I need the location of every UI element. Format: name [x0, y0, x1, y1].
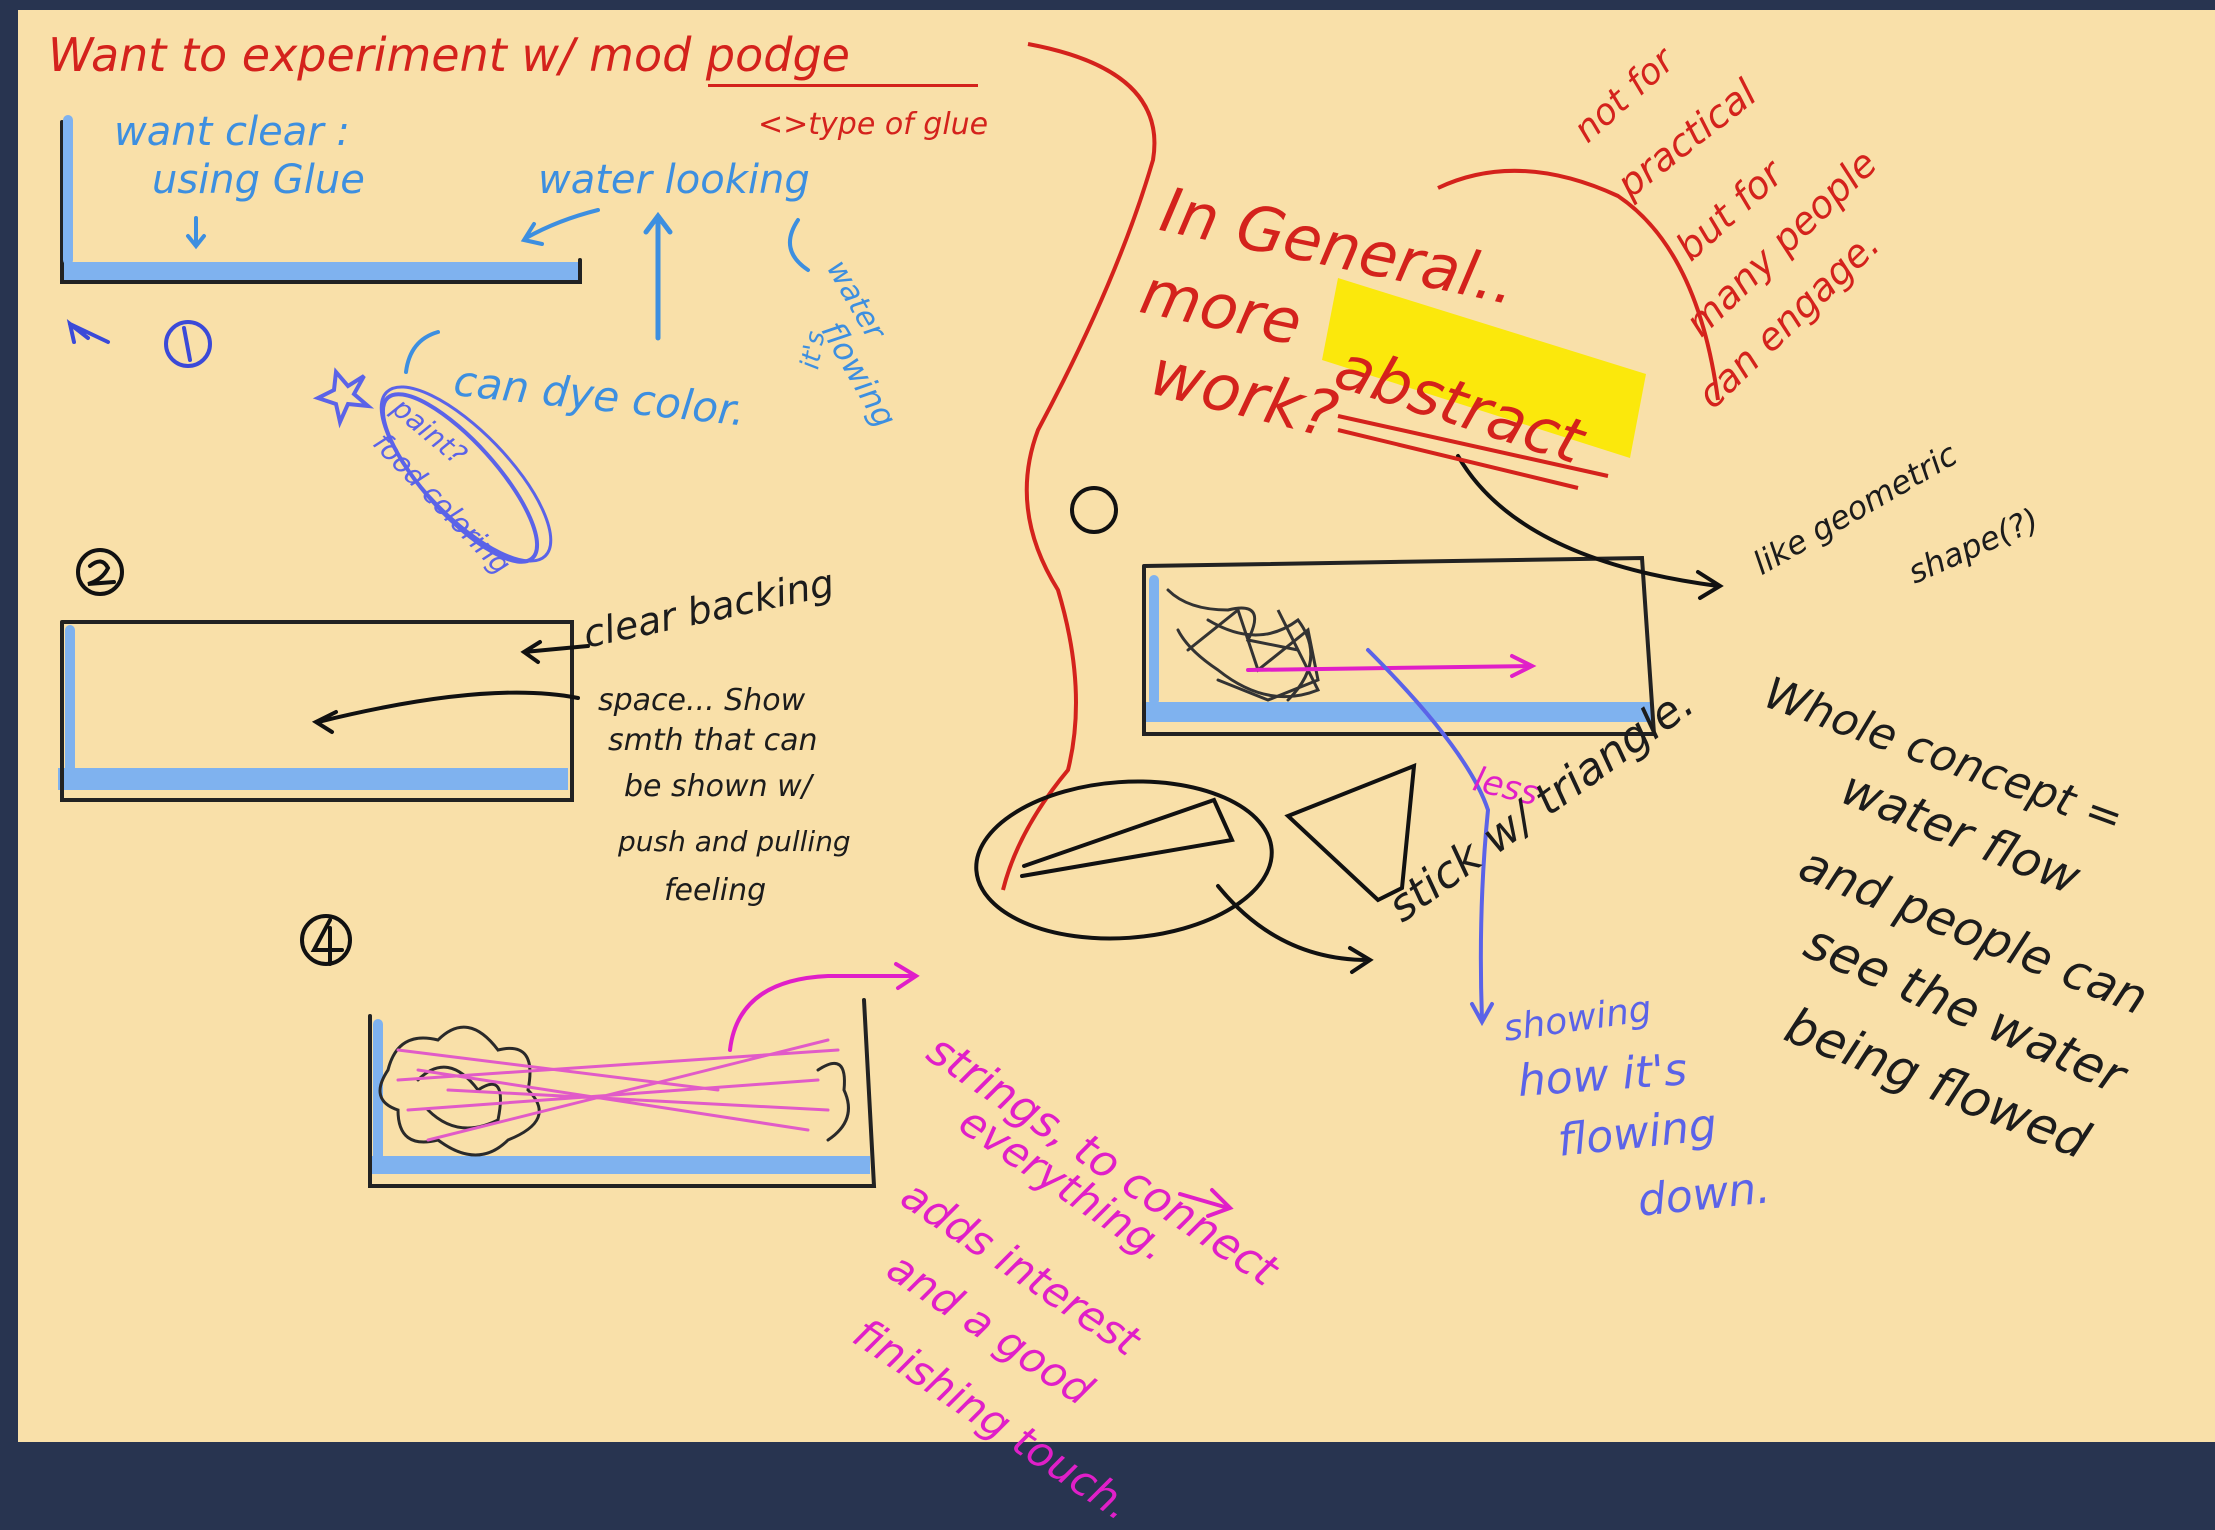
space-note-4: push and pulling: [618, 828, 851, 856]
type-of-glue-note: <>type of glue: [758, 110, 988, 140]
space-note-2: smth that can: [608, 726, 818, 756]
water-flowing-note-3: it's: [797, 329, 829, 371]
title-underline: [708, 84, 978, 87]
showing-note-2: how it's: [1516, 1048, 1688, 1104]
space-note-3: be shown w/: [624, 772, 812, 802]
red-divider-curve: [1003, 44, 1154, 890]
panel-2-drawing: [58, 550, 588, 800]
space-note-1: space... Show: [598, 686, 805, 716]
title-note: Want to experiment w/ mod podge: [48, 32, 850, 78]
using-glue-note: using Glue: [152, 160, 365, 200]
sketch-board: Want to experiment w/ mod podge <>type o…: [18, 10, 2215, 1442]
space-note-5: feeling: [664, 876, 766, 906]
water-looking-note: water looking: [538, 160, 810, 200]
want-clear-note: want clear :: [114, 112, 350, 152]
